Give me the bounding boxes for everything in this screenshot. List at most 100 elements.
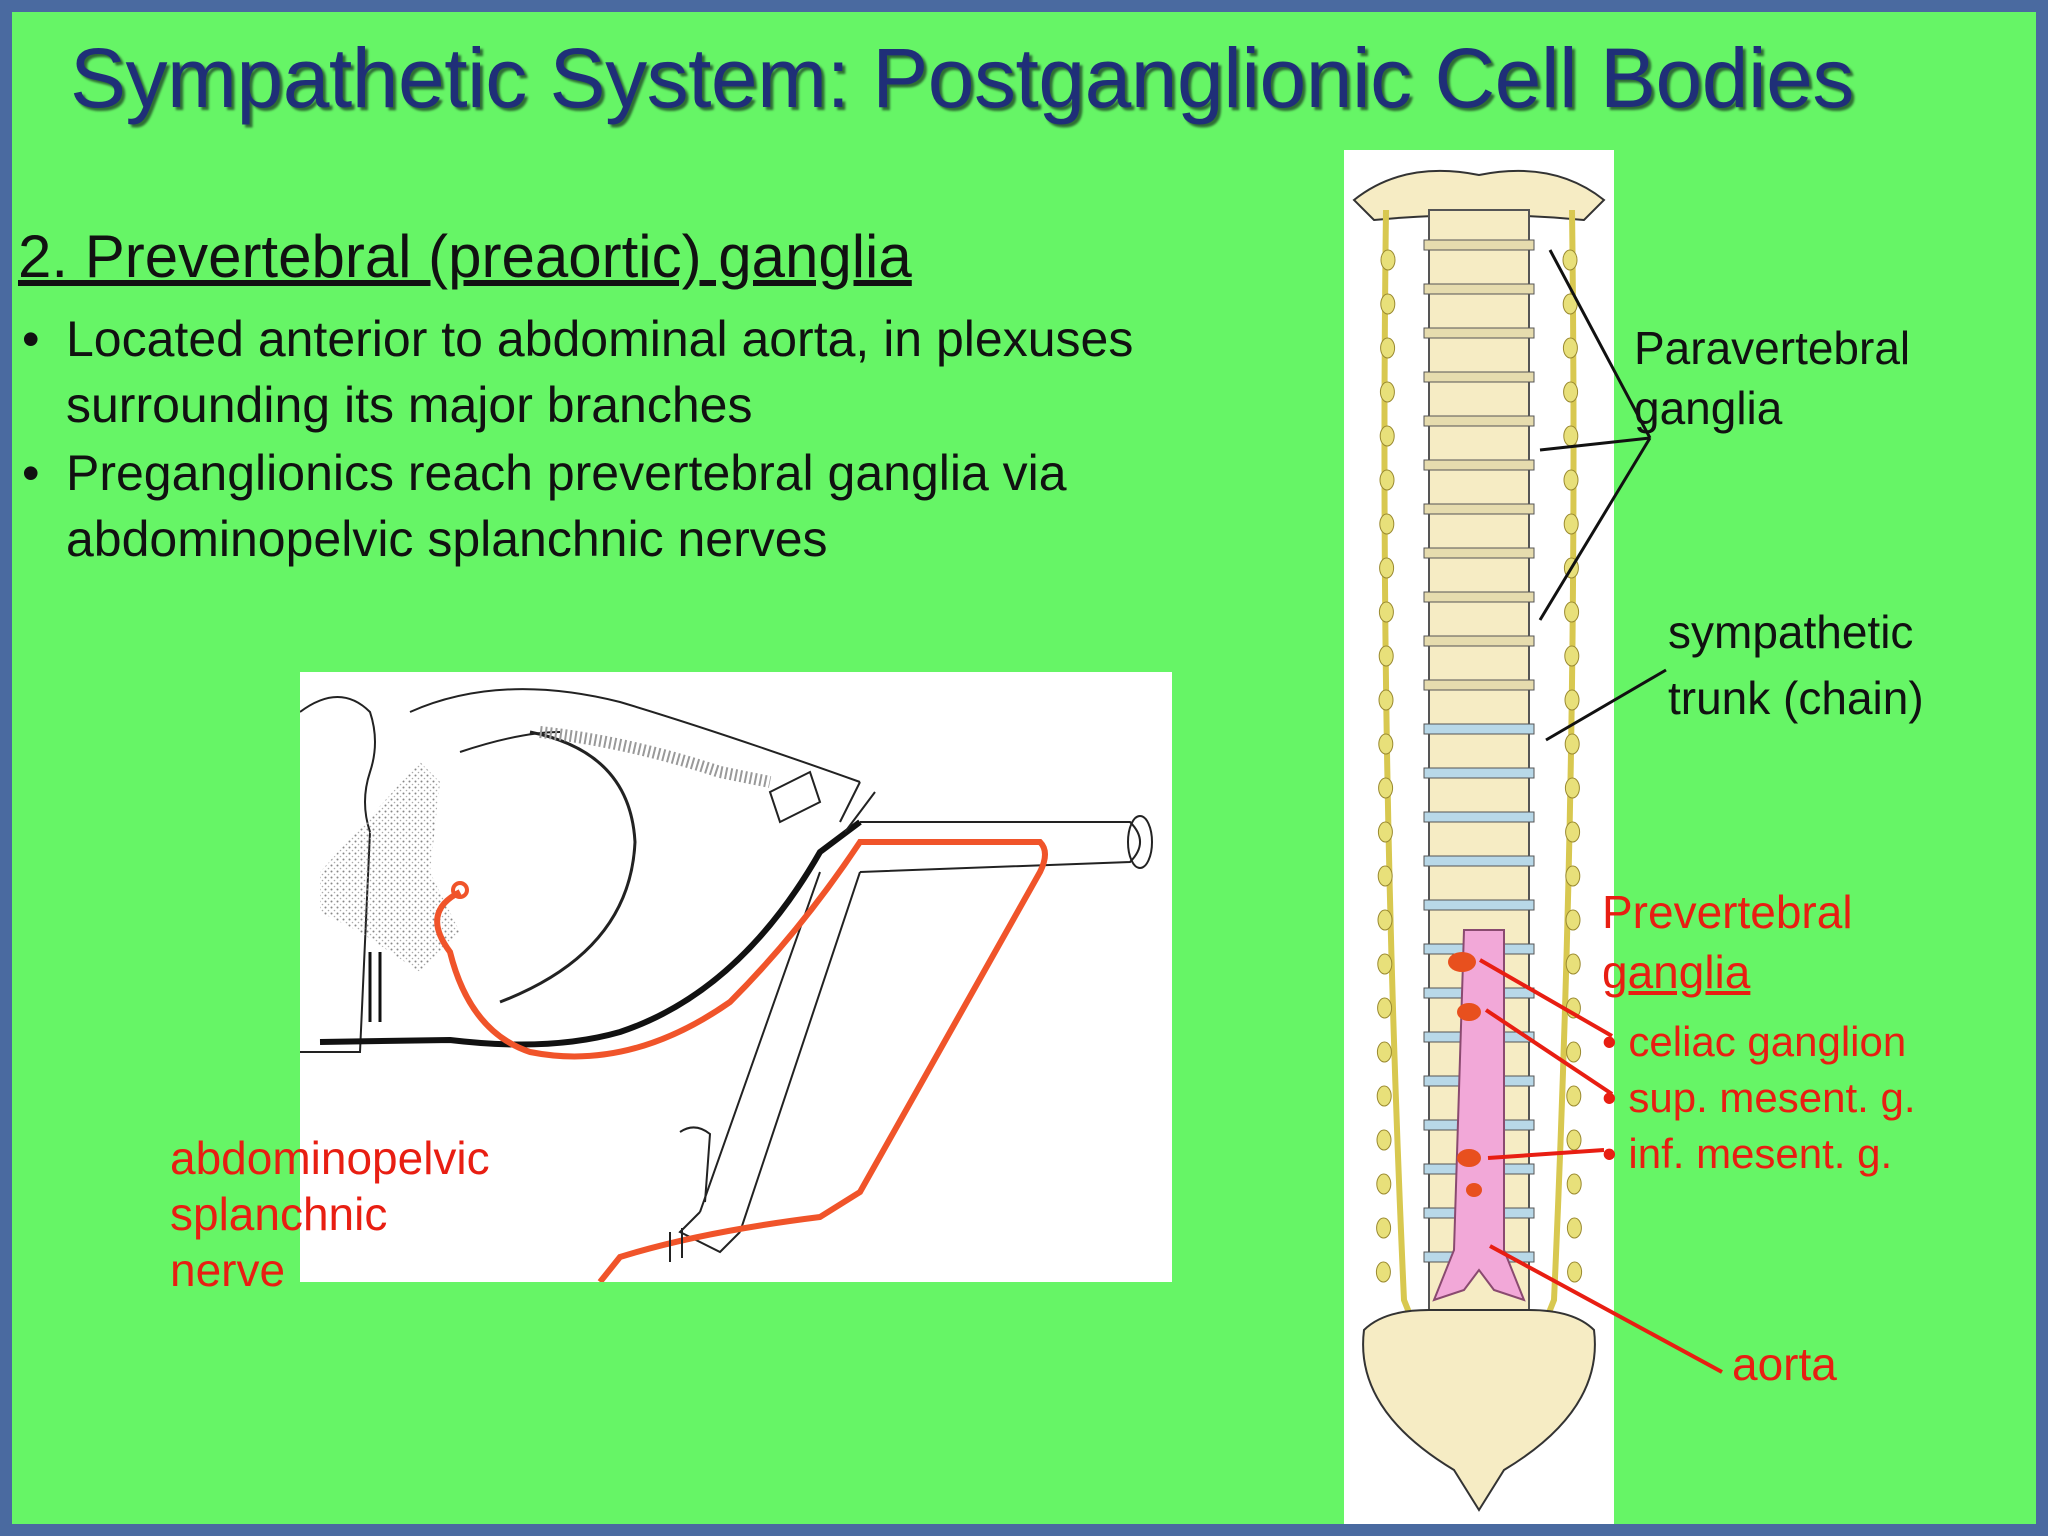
chain-ganglion xyxy=(1379,469,1395,491)
intervertebral-disc xyxy=(1423,327,1535,339)
chain-ganglion xyxy=(1562,249,1578,271)
intervertebral-disc xyxy=(1423,459,1535,471)
leader-paravertebral-2 xyxy=(1539,436,1651,452)
chain-ganglion xyxy=(1564,601,1580,623)
intervertebral-disc xyxy=(1423,415,1535,427)
label-aorta: aorta xyxy=(1732,1338,1837,1390)
bullet-text: Located anterior to abdominal aorta, in … xyxy=(66,311,1134,433)
bullet-item: • Located anterior to abdominal aorta, i… xyxy=(22,306,1332,438)
leader-inf-mesent xyxy=(1487,1148,1605,1160)
intervertebral-disc xyxy=(1423,283,1535,295)
chain-ganglion xyxy=(1376,1129,1392,1151)
spinal-cord-outline xyxy=(299,696,376,1053)
leader-sympathetic-trunk xyxy=(1545,668,1667,742)
label-splanchnic: splanchnic xyxy=(170,1188,388,1240)
paravertebral-ganglia xyxy=(1375,249,1583,1283)
chain-ganglion xyxy=(1377,997,1393,1019)
chain-ganglion xyxy=(1563,513,1579,535)
label-inf-mesent: • inf. mesent. g. xyxy=(1602,1130,1893,1177)
label-sympathetic: sympathetic xyxy=(1668,606,1914,658)
chain-ganglion xyxy=(1380,293,1396,315)
label-sympathetic-trunk: trunk (chain) xyxy=(1668,672,1924,724)
intervertebral-disc xyxy=(1423,239,1535,251)
grey-matter xyxy=(320,762,460,972)
chain-ganglion xyxy=(1379,425,1395,447)
chain-ganglion xyxy=(1376,1217,1392,1239)
intervertebral-disc xyxy=(1423,503,1535,515)
chain-ganglion xyxy=(1379,381,1395,403)
chain-ganglion xyxy=(1377,865,1393,887)
bullet-text: Preganglionics reach prevertebral gangli… xyxy=(66,445,1067,567)
intervertebral-disc xyxy=(1423,591,1535,603)
intervertebral-disc xyxy=(1423,635,1535,647)
chain-ganglion xyxy=(1564,733,1580,755)
chain-ganglion xyxy=(1376,1041,1392,1063)
chain-ganglion xyxy=(1378,645,1394,667)
chain-ganglion xyxy=(1378,601,1394,623)
splanchnic-nerve-path xyxy=(434,839,1048,1284)
chain-ganglion xyxy=(1564,689,1580,711)
leader-aorta xyxy=(1489,1244,1723,1374)
chain-ganglion xyxy=(1563,469,1579,491)
leader-sup-mesent xyxy=(1484,1008,1614,1096)
intervertebral-disc xyxy=(1423,723,1535,735)
intervertebral-disc xyxy=(1423,767,1535,779)
chain-ganglion xyxy=(1564,645,1580,667)
label-celiac-ganglion: • celiac ganglion xyxy=(1602,1018,1907,1065)
inf-mesenteric-ganglion-mark xyxy=(1457,1149,1481,1167)
chain-ganglion xyxy=(1566,1041,1582,1063)
label-nerve: nerve xyxy=(170,1244,286,1296)
chain-ganglion xyxy=(1566,1217,1582,1239)
sacrum xyxy=(1362,1309,1596,1512)
label-prevertebral: Prevertebral xyxy=(1602,886,1853,938)
spinal-cross-section-diagram xyxy=(299,672,1172,1284)
chain-ganglion xyxy=(1376,1085,1392,1107)
chain-ganglion xyxy=(1378,733,1394,755)
intervertebral-disc xyxy=(1423,547,1535,559)
chain-ganglion xyxy=(1377,909,1393,931)
section-subheading: 2. Prevertebral (preaortic) ganglia xyxy=(18,223,912,290)
chain-ganglion xyxy=(1378,777,1394,799)
chain-ganglion xyxy=(1376,1173,1392,1195)
chain-ganglion xyxy=(1564,777,1580,799)
chain-ganglion xyxy=(1565,821,1581,843)
intervertebral-disc xyxy=(1423,855,1535,867)
bullet-dot: • xyxy=(22,311,40,367)
chain-ganglion xyxy=(1565,909,1581,931)
sup-mesenteric-ganglion-mark xyxy=(1457,1003,1481,1021)
chain-ganglion xyxy=(1380,249,1396,271)
label-paravertebral-ganglia: ganglia xyxy=(1634,382,1783,434)
label-abdominopelvic: abdominopelvic xyxy=(170,1132,490,1184)
bullet-dot: • xyxy=(22,445,40,501)
bullet-item: • Preganglionics reach prevertebral gang… xyxy=(22,440,1332,572)
leader-celiac xyxy=(1479,958,1613,1038)
chain-ganglion xyxy=(1379,557,1395,579)
label-paravertebral: Paravertebral xyxy=(1634,322,1911,374)
chain-ganglion xyxy=(1566,1129,1582,1151)
chain-ganglion xyxy=(1566,1085,1582,1107)
chain-ganglion xyxy=(1377,821,1393,843)
slide-title: Sympathetic System: Postganglionic Cell … xyxy=(70,31,1854,125)
chain-ganglion xyxy=(1565,953,1581,975)
leader-paravertebral-1 xyxy=(1548,249,1652,439)
cross-section-illustration xyxy=(299,688,1153,1284)
nerve-cell-body xyxy=(451,881,469,899)
sympathetic-trunk-left xyxy=(1381,209,1467,1452)
chain-ganglion xyxy=(1378,689,1394,711)
chain-ganglion xyxy=(1562,337,1578,359)
intervertebral-disc xyxy=(1423,371,1535,383)
label-sup-mesent: • sup. mesent. g. xyxy=(1602,1074,1916,1121)
chain-ganglion xyxy=(1566,1173,1582,1195)
chain-ganglion xyxy=(1379,513,1395,535)
chain-ganglion xyxy=(1567,1261,1583,1283)
intervertebral-disc xyxy=(1423,899,1535,911)
intervertebral-disc xyxy=(1423,811,1535,823)
chain-ganglion xyxy=(1375,1261,1391,1283)
ganglion-outline xyxy=(499,730,637,1004)
chain-ganglion xyxy=(1380,337,1396,359)
chain-ganglion xyxy=(1377,953,1393,975)
label-prevertebral-ganglia: ganglia xyxy=(1602,946,1751,998)
chain-ganglion xyxy=(1563,381,1579,403)
